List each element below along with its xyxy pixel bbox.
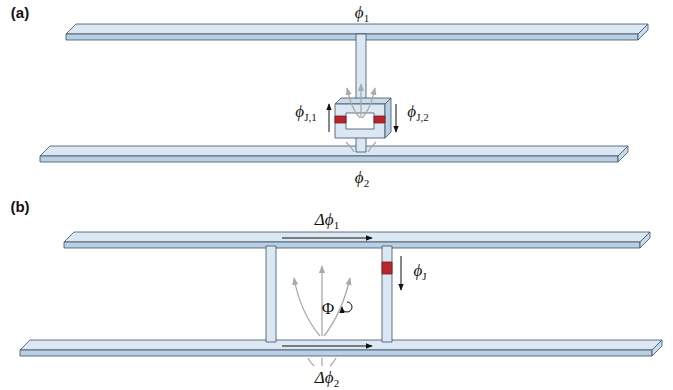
phase-drop-label: Δϕ2 <box>315 369 339 386</box>
phase-label: ϕ2 <box>355 169 369 186</box>
panel-label: (b) <box>10 199 29 214</box>
phase-drop-label: Δϕ1 <box>315 211 339 228</box>
flux-label: Φ <box>322 300 334 317</box>
junction-phase-label: ϕJ <box>413 262 426 279</box>
junction-phase-label: ϕJ,1 <box>295 103 316 120</box>
panel-label: (a) <box>11 5 29 20</box>
junction-phase-label: ϕJ,2 <box>407 103 428 120</box>
phase-label: ϕ1 <box>355 4 369 21</box>
